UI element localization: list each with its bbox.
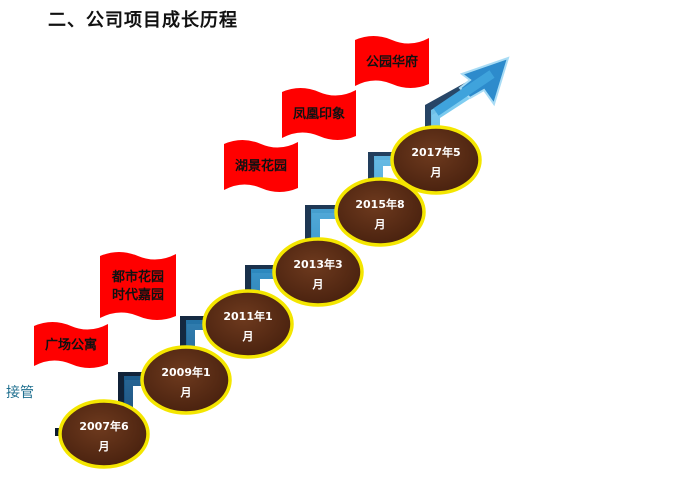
milestone-date: 2011年1 bbox=[223, 309, 272, 323]
project-flag: 凤凰印象 bbox=[282, 88, 356, 140]
milestone-circle bbox=[334, 177, 426, 247]
flag-shape bbox=[224, 140, 298, 192]
flag-label: 都市花园 bbox=[111, 269, 164, 285]
milestone-circle bbox=[58, 399, 150, 469]
staircase-steps bbox=[60, 88, 474, 442]
flag-label: 广场公寓 bbox=[45, 337, 97, 353]
staircase bbox=[55, 56, 510, 442]
milestone: 2009年1 月 bbox=[140, 345, 232, 415]
flag-shape bbox=[282, 88, 356, 140]
milestone: 2017年5 月 bbox=[390, 125, 482, 195]
takeover-label: 接管 bbox=[6, 385, 34, 401]
milestone-date-month: 月 bbox=[180, 386, 192, 399]
milestone-date-month: 月 bbox=[430, 166, 442, 179]
milestone: 2007年6 月 bbox=[58, 399, 150, 469]
milestone-circle bbox=[140, 345, 232, 415]
staircase-shadow bbox=[55, 80, 478, 436]
milestone-circle bbox=[202, 289, 294, 359]
milestone-date: 2009年1 bbox=[161, 365, 210, 379]
flag-label: 时代嘉园 bbox=[112, 287, 164, 303]
project-flag: 广场公寓 bbox=[34, 322, 108, 368]
milestones: 2007年6月2009年1月2011年1月2013年3月2015年8月2017年… bbox=[58, 125, 482, 469]
milestone-date: 2017年5 bbox=[411, 145, 460, 159]
milestone-date: 2015年8 bbox=[355, 197, 404, 211]
milestone-date: 2013年3 bbox=[293, 257, 342, 271]
flag-label: 凤凰印象 bbox=[293, 106, 345, 122]
flag-shape bbox=[100, 252, 176, 320]
project-flag: 湖景花园 bbox=[224, 140, 298, 192]
arrow-shaft bbox=[433, 70, 495, 116]
milestone: 2011年1 月 bbox=[202, 289, 294, 359]
milestone-date-month: 月 bbox=[242, 330, 254, 343]
flag-label: 公园华府 bbox=[366, 54, 418, 70]
milestone-date-month: 月 bbox=[98, 440, 110, 453]
flag-shape bbox=[34, 322, 108, 368]
milestone-circle bbox=[390, 125, 482, 195]
project-flag: 公园华府 bbox=[355, 36, 429, 88]
flag-shape bbox=[355, 36, 429, 88]
milestone-date: 2007年6 bbox=[79, 419, 129, 433]
milestone: 2015年8 月 bbox=[334, 177, 426, 247]
milestone-circle bbox=[272, 237, 364, 307]
flag-label: 湖景花园 bbox=[235, 158, 287, 174]
milestone: 2013年3 月 bbox=[272, 237, 364, 307]
milestone-date-month: 月 bbox=[374, 218, 386, 231]
milestone-date-month: 月 bbox=[312, 278, 324, 291]
page-title: 二、公司项目成长历程 bbox=[48, 10, 238, 31]
